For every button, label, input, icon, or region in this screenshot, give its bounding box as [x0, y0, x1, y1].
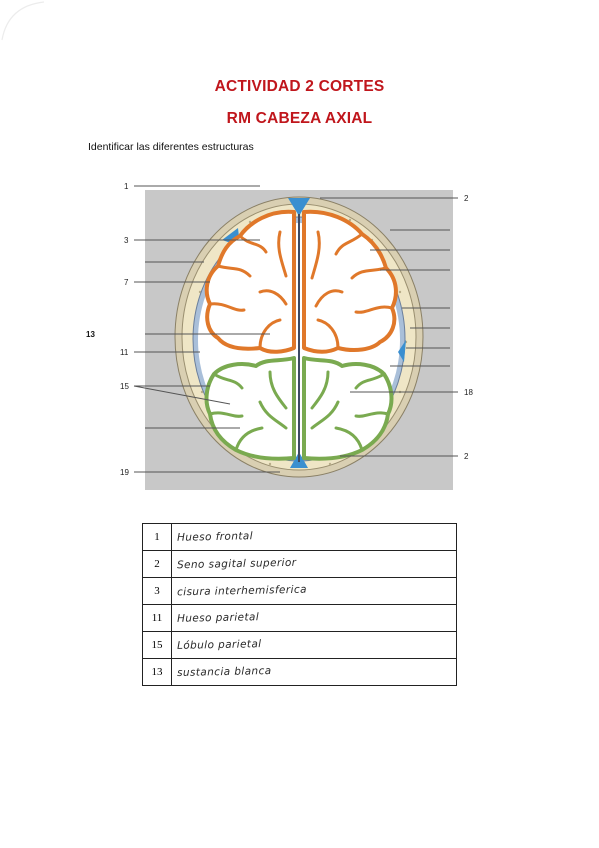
answer-text: Hueso frontal — [176, 530, 254, 544]
diagram-label-15: 15 — [120, 382, 129, 391]
row-number: 11 — [142, 604, 172, 632]
page-subtitle: RM CABEZA AXIAL — [226, 110, 373, 127]
instruction-text: Identificar las diferentes estructuras — [88, 141, 254, 153]
diagram-label-18: 18 — [464, 388, 473, 397]
diagram-label-2-bottom: 2 — [464, 452, 469, 461]
sagittal-sinus-anterior — [288, 198, 310, 216]
row-number: 3 — [142, 577, 172, 605]
answer-text: Lóbulo parietal — [176, 638, 262, 652]
diagram-label-7: 7 — [124, 278, 129, 287]
answer-text: cisura interhemisferica — [176, 583, 308, 599]
row-number: 1 — [142, 523, 172, 551]
diagram-label-19: 19 — [120, 468, 129, 477]
row-number: 15 — [142, 631, 172, 659]
brain-axial-diagram: 1 3 7 11 15 19 2 18 2 — [120, 182, 473, 490]
answers-table: 1 Hueso frontal 2 Seno sagital superior … — [142, 523, 457, 686]
answer-cell[interactable]: Hueso frontal — [171, 523, 457, 551]
answer-cell[interactable]: cisura interhemisferica — [171, 577, 457, 605]
diagram-label-2-top: 2 — [464, 194, 469, 203]
table-row: 1 Hueso frontal — [142, 523, 457, 551]
diagram-label-11: 11 — [120, 348, 129, 357]
answer-text: sustancia blanca — [176, 665, 272, 679]
row-number: 13 — [142, 658, 172, 686]
table-row: 3 cisura interhemisferica — [142, 577, 457, 605]
answer-cell[interactable]: sustancia blanca — [171, 658, 457, 686]
row-number: 2 — [142, 550, 172, 578]
answer-cell[interactable]: Hueso parietal — [171, 604, 457, 632]
table-row: 2 Seno sagital superior — [142, 550, 457, 578]
answer-cell[interactable]: Lóbulo parietal — [171, 631, 457, 659]
diagram-label-3: 3 — [124, 236, 129, 245]
diagram-label-1: 1 — [124, 182, 129, 191]
corner-arc-mark — [1, 1, 45, 41]
table-row: 13 sustancia blanca — [142, 658, 457, 686]
table-row: 15 Lóbulo parietal — [142, 631, 457, 659]
answer-cell[interactable]: Seno sagital superior — [171, 550, 457, 578]
page-title: ACTIVIDAD 2 CORTES — [214, 78, 385, 95]
answer-text: Seno sagital superior — [176, 556, 297, 572]
answer-text: Hueso parietal — [176, 611, 260, 625]
table-row: 11 Hueso parietal — [142, 604, 457, 632]
side-label: 13 — [86, 330, 95, 339]
